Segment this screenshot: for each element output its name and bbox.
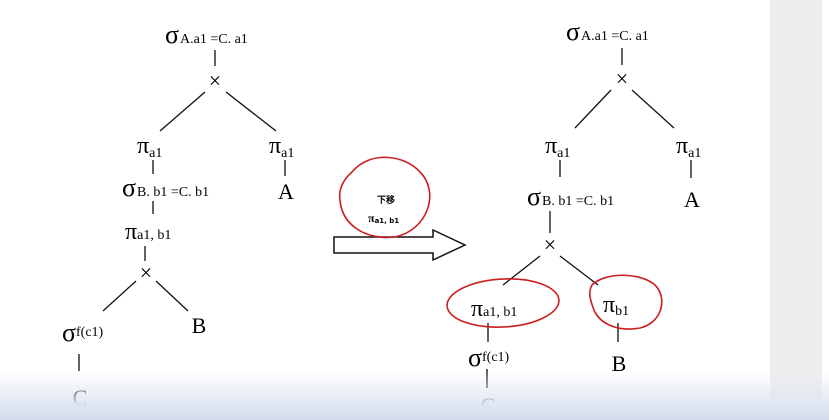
projection-attr: a1, b1 [483,305,517,320]
right-selection-c: σf(c1) [468,343,510,372]
left-root-selection: σA.a1 =C. a1 [165,20,248,49]
edge [502,255,541,286]
pi-symbol: π [471,296,483,322]
bottom-fade-overlay [0,372,829,420]
left-leaf-a: A [278,179,294,204]
right-root-selection: σA.a1 =C. a1 [566,17,649,46]
right-leaf-b: B [612,351,627,376]
right-projection-a1-right: πa1 [676,133,701,161]
left-leaf-b: B [192,313,207,338]
left-projection-a1: πa1 [137,133,162,161]
right-projection-a1: πa1 [545,133,570,161]
left-selection-b: σB. b1 =C. b1 [122,173,209,202]
edge [102,280,137,312]
transform-arrow [333,228,467,262]
right-selection-b: σB. b1 =C. b1 [527,182,614,211]
projection-attr: a1, b1 [137,228,171,243]
edge [159,91,206,132]
annotation-circle [338,156,431,239]
left-selection-c: σf(c1) [62,318,104,347]
sigma-symbol: σ [165,20,179,49]
right-projection-b1: πb1 [603,292,629,319]
pi-symbol: π [676,133,688,159]
selection-condition: A.a1 =C. a1 [180,32,248,47]
selection-condition: B. b1 =C. b1 [542,194,614,209]
left-projection-a1-b1: πa1, b1 [125,219,171,245]
projection-attr: a1 [557,146,570,161]
right-leaf-a: A [684,187,700,212]
sigma-symbol: σ [566,17,580,46]
projection-attr: a1 [149,146,162,161]
annotation-circle [446,278,560,328]
annotation-circle [589,274,663,330]
right-cross-product-1: × [616,66,628,91]
sigma-symbol: σ [62,318,76,347]
projection-attr: a1 [281,146,294,161]
sigma-symbol: σ [527,182,541,211]
projection-attr: b1 [615,304,629,319]
pi-symbol: π [269,133,281,159]
selection-condition: f(c1) [482,350,510,365]
projection-attr: a1 [688,146,701,161]
pi-symbol: π [545,133,557,159]
pi-symbol: π [368,211,375,225]
sigma-symbol: σ [122,173,136,202]
edge [574,89,612,129]
pi-symbol: π [137,133,149,159]
note-title: 下移 [377,194,395,206]
left-projection-a1-right: πa1 [269,133,294,161]
selection-condition: f(c1) [76,325,104,340]
right-projection-a1-b1: πa1, b1 [471,296,517,322]
edge [225,91,277,132]
selection-condition: B. b1 =C. b1 [137,185,209,200]
sigma-symbol: σ [468,343,482,372]
note-projection: πa1, b1 [368,211,399,225]
left-cross-product-1: × [209,68,221,93]
projection-attr: a1, b1 [375,217,400,225]
right-cross-product-2: × [544,232,556,257]
pi-symbol: π [603,292,615,318]
side-panel-strip [770,0,829,420]
edge [155,280,189,312]
edge [559,255,599,286]
pi-symbol: π [125,219,137,245]
left-cross-product-2: × [140,260,152,285]
edge [631,89,675,129]
selection-condition: A.a1 =C. a1 [581,29,649,44]
